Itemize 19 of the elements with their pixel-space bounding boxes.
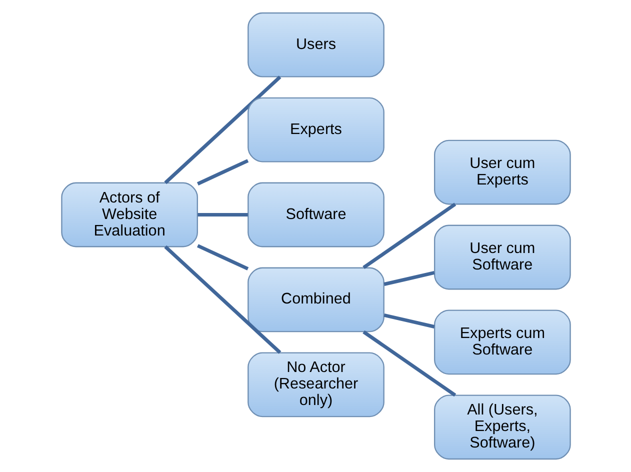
node-box: Experts [247, 97, 384, 162]
connector [362, 202, 456, 270]
node-box: User cum Experts [434, 140, 570, 205]
connector [383, 270, 434, 286]
connector [164, 76, 281, 184]
connector [196, 244, 248, 270]
node-box: Users [247, 12, 384, 78]
connector [197, 212, 248, 217]
connector [383, 313, 434, 328]
node-box: All (Users, Experts, Software) [434, 394, 570, 460]
node-box: Software [247, 182, 384, 248]
connector [196, 159, 248, 186]
node-box: User cum Software [434, 224, 570, 290]
connector [362, 330, 456, 397]
node-box: No Actor (Researcher only) [247, 352, 384, 418]
connector [164, 245, 281, 354]
node-box: Experts cum Software [434, 310, 570, 375]
node-box: Combined [247, 267, 384, 332]
node-box: Actors of Website Evaluation [60, 182, 198, 248]
